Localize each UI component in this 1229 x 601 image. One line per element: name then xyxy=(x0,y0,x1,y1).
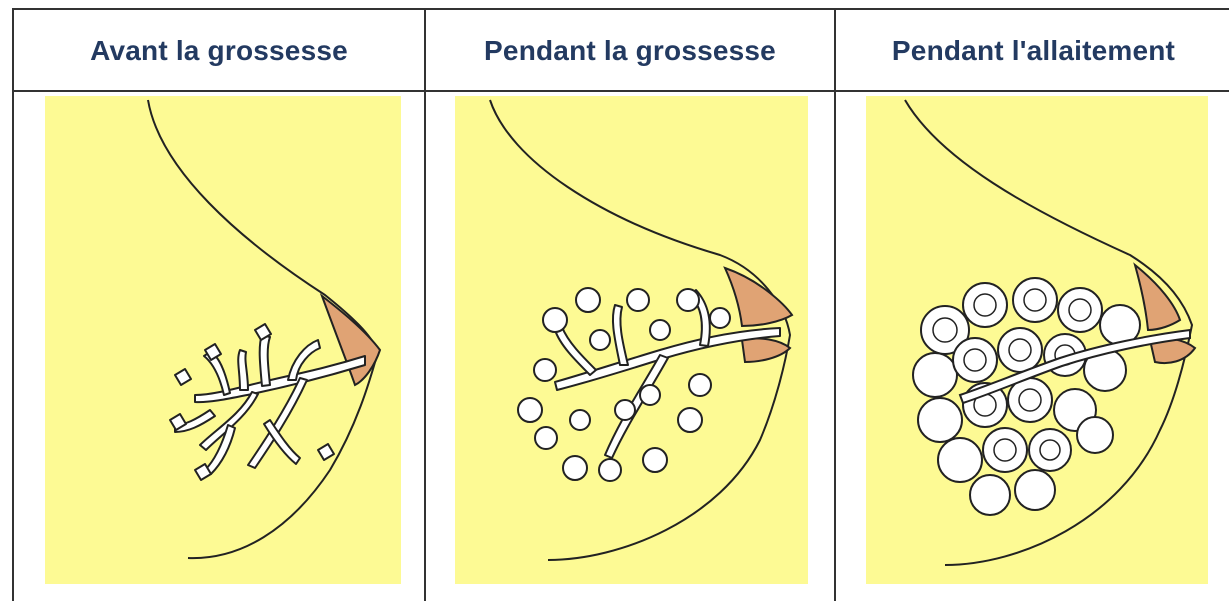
milk-filled-lobules xyxy=(913,278,1140,515)
